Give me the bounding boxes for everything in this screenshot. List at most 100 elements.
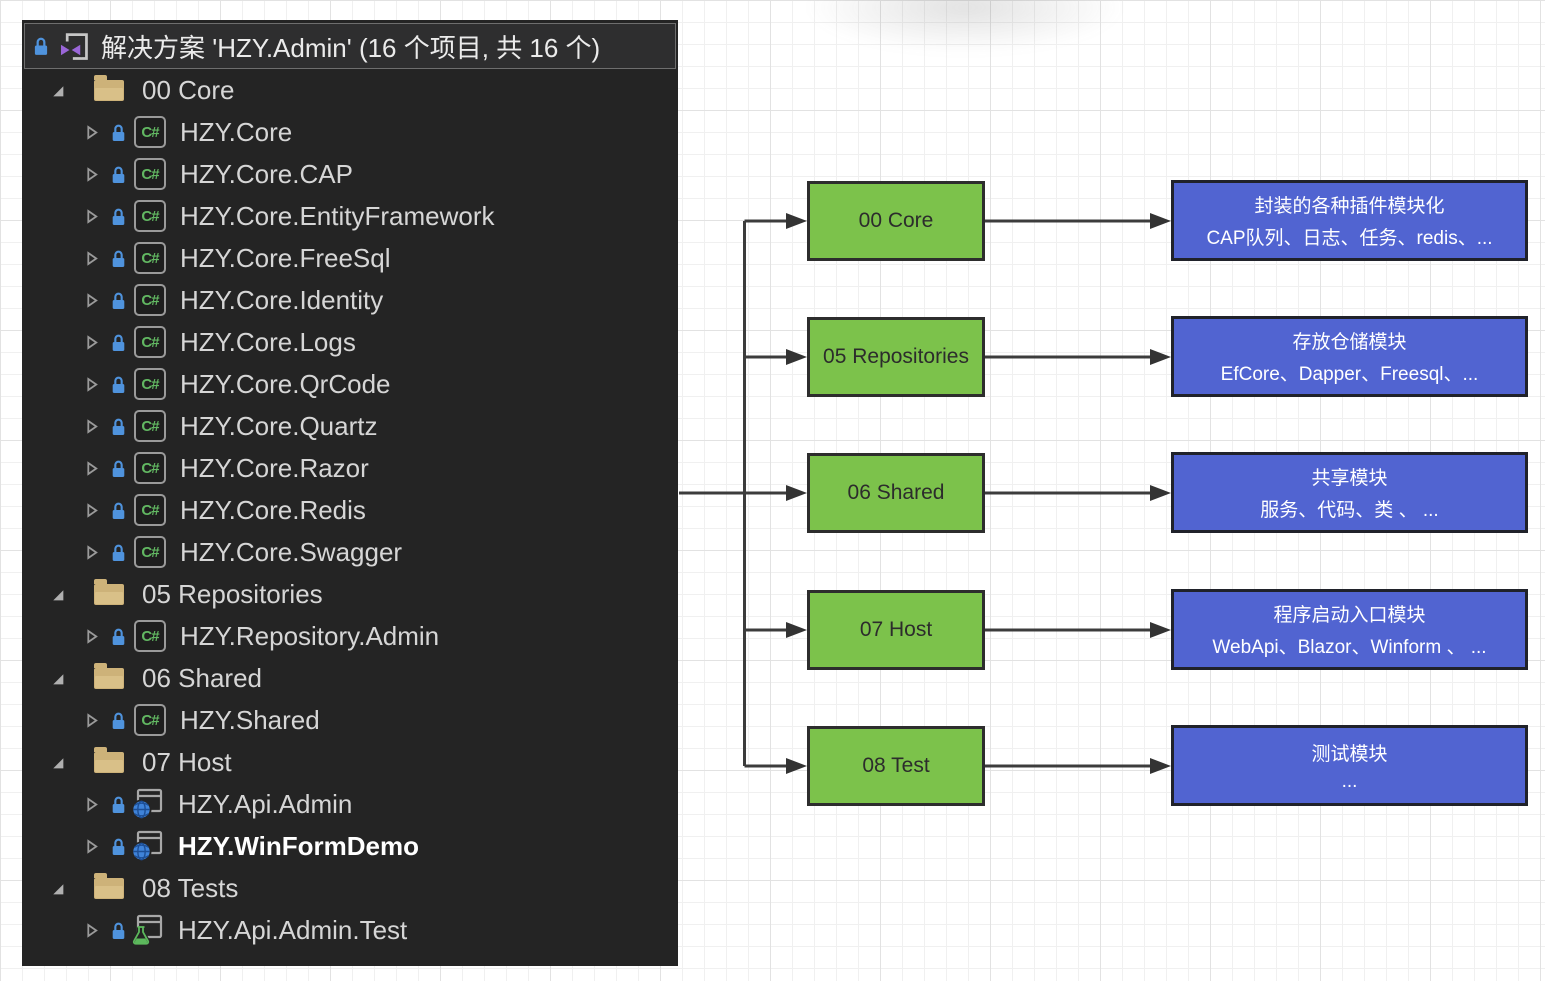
lock-icon [112,460,125,477]
desc-title: 程序启动入口模块 [1273,605,1426,626]
tree-folder-06-shared[interactable]: 06 Shared [22,657,678,699]
diagram-desc-08-test[interactable]: 测试模块 ... [1171,725,1528,806]
tree-project[interactable]: C# HZY.Core.Quartz [22,405,678,447]
expanded-arrow-icon[interactable] [49,670,66,687]
collapsed-arrow-icon[interactable] [83,544,100,561]
collapsed-arrow-icon[interactable] [83,166,100,183]
tree-project[interactable]: HZY.Api.Admin [22,783,678,825]
tree-folder-00-core[interactable]: 00 Core [22,69,678,111]
lock-icon [112,796,125,813]
tree-project[interactable]: C# HZY.Core.Logs [22,321,678,363]
tree-item-label: 08 Tests [142,872,239,903]
collapsed-arrow-icon[interactable] [83,628,100,645]
lock-icon [112,208,125,225]
collapsed-arrow-icon[interactable] [83,208,100,225]
node-label: 00 Core [858,209,934,232]
csharp-project-icon: C# [134,704,166,736]
tree-project[interactable]: C# HZY.Core [22,111,678,153]
diagram-desc-00-core[interactable]: 封装的各种插件模块化 CAP队列、日志、任务、redis、... [1171,180,1528,261]
tree-item-label: HZY.Core.Swagger [180,536,403,567]
tree-item-label: HZY.WinFormDemo [178,830,419,861]
lock-icon [112,544,125,561]
collapsed-arrow-icon[interactable] [83,460,100,477]
tree-project[interactable]: C# HZY.Shared [22,699,678,741]
csharp-project-icon: C# [134,368,166,400]
csharp-project-icon: C# [134,158,166,190]
expanded-arrow-icon[interactable] [49,754,66,771]
collapsed-arrow-icon[interactable] [83,922,100,939]
tree-item-label: HZY.Core.FreeSql [180,242,391,273]
tree-item-label: HZY.Api.Admin [178,788,353,819]
node-label: 06 Shared [847,481,945,504]
expanded-arrow-icon[interactable] [49,82,66,99]
tree-item-label: HZY.Core [180,116,293,147]
tree-item-label: HZY.Core.Logs [180,326,356,357]
tree-project[interactable]: C# HZY.Core.Identity [22,279,678,321]
node-label: 07 Host [859,618,933,641]
tree-project[interactable]: C# HZY.Core.EntityFramework [22,195,678,237]
diagram-node-05-repositories[interactable]: 05 Repositories [807,317,985,397]
diagram-node-08-test[interactable]: 08 Test [807,726,985,806]
desc-title: 共享模块 [1311,468,1388,489]
diagram-node-00-core[interactable]: 00 Core [807,181,985,261]
diagram-desc-07-host[interactable]: 程序启动入口模块 WebApi、Blazor、Winform 、 ... [1171,589,1528,670]
tree-item-label: 05 Repositories [142,578,323,609]
node-label: 05 Repositories [823,345,969,368]
tree-folder-05-repositories[interactable]: 05 Repositories [22,573,678,615]
tree-project[interactable]: C# HZY.Core.Redis [22,489,678,531]
collapsed-arrow-icon[interactable] [83,292,100,309]
solution-icon [59,33,88,60]
lock-icon [112,628,125,645]
collapsed-arrow-icon[interactable] [83,376,100,393]
collapsed-arrow-icon[interactable] [83,796,100,813]
desc-detail: CAP队列、日志、任务、redis、... [1206,228,1493,249]
lock-icon [34,37,48,55]
tree-project[interactable]: HZY.Api.Admin.Test [22,909,678,951]
solution-tree: 00 Core C# HZY.Core C# HZY.Core.CAP C# H… [22,69,678,951]
diagram-node-07-host[interactable]: 07 Host [807,590,985,670]
desc-title: 存放仓储模块 [1292,332,1407,353]
collapsed-arrow-icon[interactable] [83,418,100,435]
tree-folder-07-host[interactable]: 07 Host [22,741,678,783]
lock-icon [112,922,125,939]
csharp-project-icon: C# [134,410,166,442]
tree-project[interactable]: C# HZY.Core.Razor [22,447,678,489]
expanded-arrow-icon[interactable] [49,880,66,897]
tree-folder-08-tests[interactable]: 08 Tests [22,867,678,909]
web-project-icon [131,788,163,820]
lock-icon [112,292,125,309]
tree-project[interactable]: C# HZY.Core.FreeSql [22,237,678,279]
lock-icon [112,124,125,141]
web-project-icon [131,830,163,862]
collapsed-arrow-icon[interactable] [83,712,100,729]
tree-project[interactable]: C# HZY.Core.Swagger [22,531,678,573]
expanded-arrow-icon[interactable] [49,586,66,603]
tree-item-label: HZY.Core.EntityFramework [180,200,495,231]
canvas-shadow-smudge [800,0,1130,55]
lock-icon [112,334,125,351]
lock-icon [112,166,125,183]
collapsed-arrow-icon[interactable] [83,838,100,855]
collapsed-arrow-icon[interactable] [83,250,100,267]
folder-icon [94,746,124,773]
collapsed-arrow-icon[interactable] [83,502,100,519]
solution-node[interactable]: 解决方案 'HZY.Admin' (16 个项目, 共 16 个) [24,23,676,69]
tree-project[interactable]: C# HZY.Core.CAP [22,153,678,195]
tree-project[interactable]: C# HZY.Core.QrCode [22,363,678,405]
diagram-desc-06-shared[interactable]: 共享模块 服务、代码、类 、 ... [1171,452,1528,533]
tree-project[interactable]: C# HZY.Repository.Admin [22,615,678,657]
diagram-desc-05-repositories[interactable]: 存放仓储模块 EfCore、Dapper、Freesql、... [1171,316,1528,397]
collapsed-arrow-icon[interactable] [83,334,100,351]
collapsed-arrow-icon[interactable] [83,124,100,141]
folder-icon [94,872,124,899]
diagram-node-06-shared[interactable]: 06 Shared [807,453,985,533]
tree-item-label: HZY.Core.CAP [180,158,353,189]
tree-item-label: 07 Host [142,746,232,777]
tree-item-label: HZY.Core.QrCode [180,368,391,399]
desc-detail: EfCore、Dapper、Freesql、... [1220,364,1479,385]
tree-project-startup[interactable]: HZY.WinFormDemo [22,825,678,867]
folder-icon [94,662,124,689]
desc-detail: ... [1341,770,1358,792]
desc-detail: WebApi、Blazor、Winform 、 ... [1212,637,1487,658]
